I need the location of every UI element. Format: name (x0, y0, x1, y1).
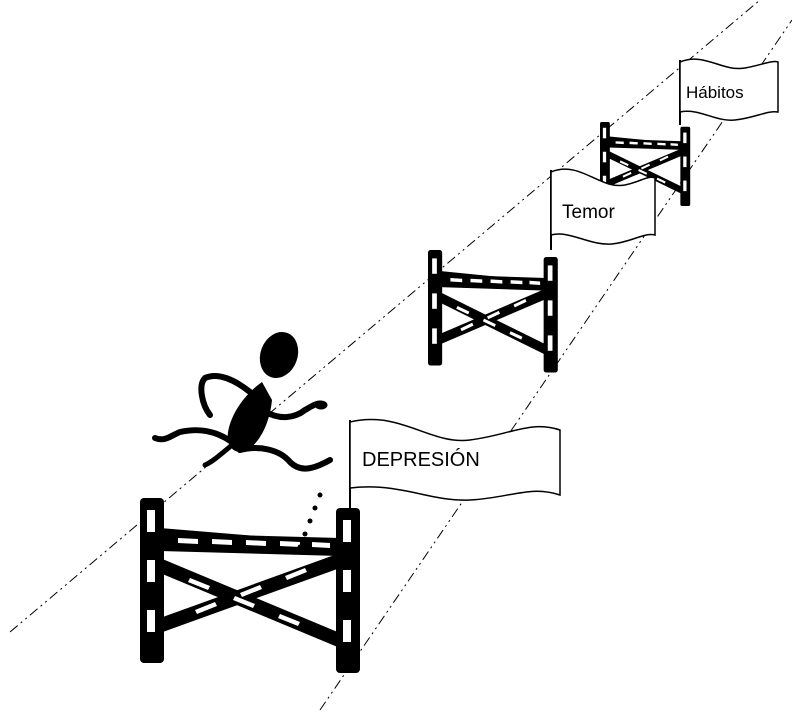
flag-label-habitos: Hábitos (686, 83, 744, 102)
flag-label-temor: Temor (562, 202, 615, 223)
hurdle-1 (140, 498, 360, 673)
flag-habitos: Hábitos (680, 59, 778, 125)
hurdle-2 (428, 250, 558, 373)
flag-depresion: DEPRESIÓN (350, 419, 560, 508)
lane-lines (10, 0, 792, 710)
flag-label-depresion: DEPRESIÓN (362, 448, 480, 471)
runner-figure (155, 327, 330, 549)
flag-temor: Temor (551, 169, 655, 250)
